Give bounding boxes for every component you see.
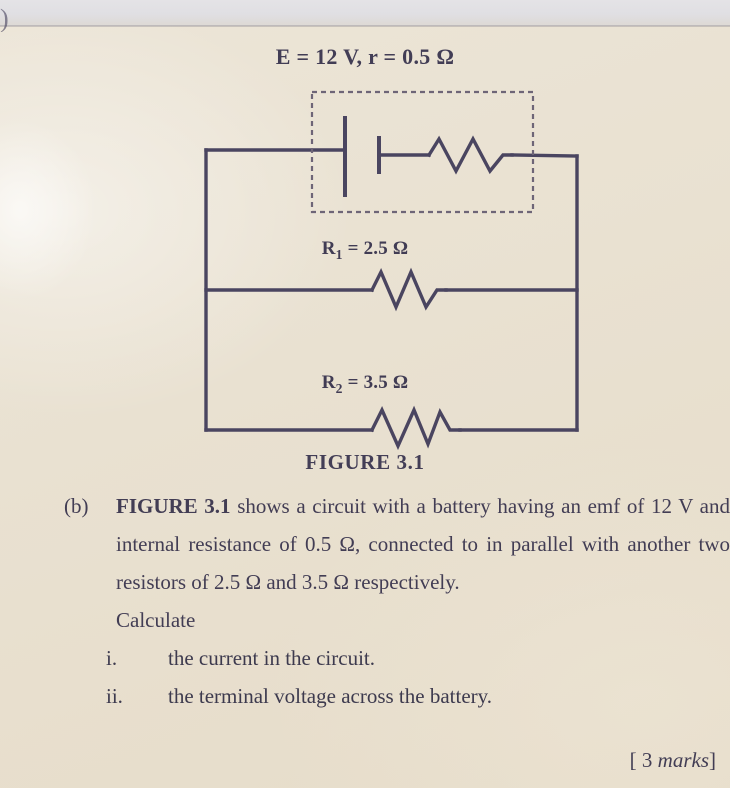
sub-question-i: i. the current in the circuit. (106, 639, 730, 677)
question-body-text: shows a circuit with a battery having an… (116, 494, 730, 594)
r1-value: = 2.5 Ω (342, 238, 409, 259)
marks-open: [ 3 (629, 748, 658, 772)
scan-top-band (0, 0, 730, 26)
r1-zigzag (369, 267, 448, 312)
corner-mark: ) (0, 6, 9, 32)
sub-marker-ii: ii. (106, 684, 123, 708)
question-block: (b) FIGURE 3.1 shows a circuit with a ba… (64, 487, 730, 715)
circuit-svg (204, 90, 579, 451)
question-part-b: (b) FIGURE 3.1 shows a circuit with a ba… (64, 487, 730, 639)
sub-text-i: the current in the circuit. (168, 646, 375, 670)
figure-reference: FIGURE 3.1 (116, 494, 231, 518)
r1-subscript: 1 (335, 246, 343, 262)
sub-marker-i: i. (106, 646, 118, 670)
calculate-label: Calculate (116, 608, 196, 632)
wire-internal-resistor-to-right-rail (510, 153, 579, 158)
marks-word: marks (657, 748, 709, 772)
part-marker: (b) (64, 494, 89, 518)
emf-source-label: E = 12 V, r = 0.5 Ω (275, 44, 455, 69)
r2-zigzag (369, 405, 462, 451)
marks-note: [ 3 marks] (0, 748, 716, 773)
internal-resistance-zigzag (426, 135, 514, 175)
r1-symbol: R (321, 238, 336, 259)
battery-dashed-enclosure (310, 90, 535, 214)
circuit-diagram: E = 12 V, r = 0.5 Ω (0, 44, 730, 474)
r2-symbol: R (321, 372, 336, 393)
page-edge-line (0, 25, 730, 27)
r2-subscript: 2 (335, 380, 343, 396)
r1-label: R1 = 2.5 Ω (0, 238, 730, 263)
question-paragraph: FIGURE 3.1 shows a circuit with a batter… (116, 487, 730, 601)
figure-caption: FIGURE 3.1 (305, 450, 425, 474)
r2-value: = 3.5 Ω (342, 372, 409, 393)
r2-label: R2 = 3.5 Ω (0, 372, 730, 397)
marks-close: ] (709, 748, 716, 772)
sub-text-ii: the terminal voltage across the battery. (168, 684, 493, 708)
sub-question-ii: ii. the terminal voltage across the batt… (106, 677, 730, 715)
